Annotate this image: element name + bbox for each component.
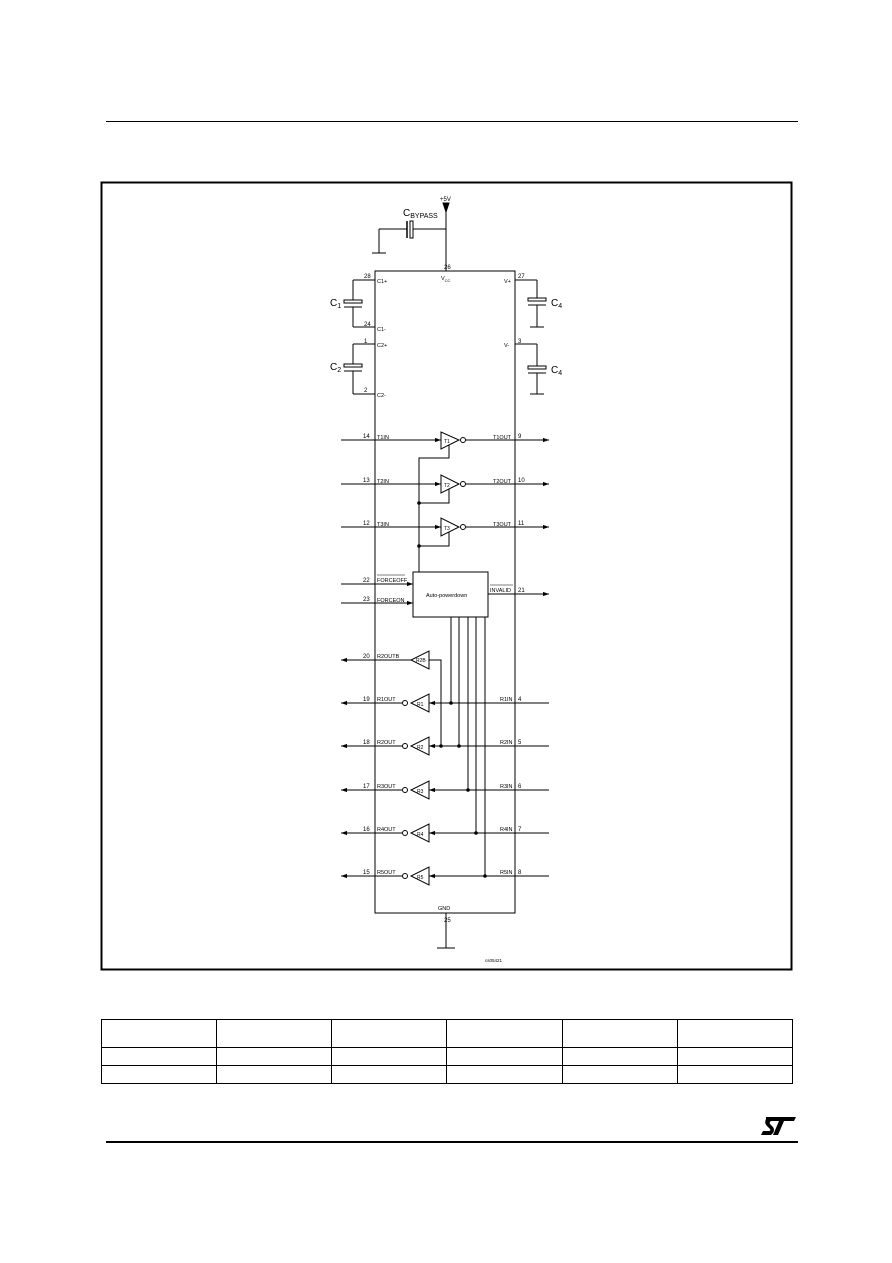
pin-13: 13 [363,478,370,484]
receiver-r4 [409,823,430,843]
table-row [100,1047,794,1066]
pin-1: 1 [364,339,368,345]
receiver-r1-label: R1 [417,702,424,708]
driver-t3-label: T3 [444,526,450,532]
label-r2out: R2OUT [377,740,396,746]
label-forceoff: FORCEOFF [377,578,408,584]
driver-t2 [440,474,461,494]
label-vplus: V+ [504,279,511,285]
label-r5in: R5IN [500,870,513,876]
supply-table [100,1019,794,1084]
label-r2in: R2IN [500,740,513,746]
pin-22: 22 [363,578,370,584]
driver-t1 [440,431,461,450]
label-c2p: C2+ [377,343,387,349]
st-logo [761,1117,796,1135]
label-r1out: R1OUT [377,697,396,703]
pin-3: 3 [518,339,522,345]
label-c1p: C1+ [377,279,387,285]
pin-11: 11 [518,521,525,527]
pin-12: 12 [363,521,370,527]
label-t2in: T2IN [377,479,389,485]
c1-capacitor [343,299,363,304]
label-invalid: INVALID [490,588,511,594]
label-r3out: R3OUT [377,784,396,790]
table-row [100,1019,794,1048]
pin-21: 21 [518,588,525,594]
c4-capacitor [527,365,547,370]
label-t3in: T3IN [377,522,389,528]
pin-10: 10 [518,478,525,484]
pin-23: 23 [363,597,370,603]
receiver-r2 [409,736,430,756]
auto-powerdown-label: Auto-powerdown [426,593,467,599]
pin-27: 27 [518,274,525,280]
label-t3out: T3OUT [493,522,512,528]
pin-15: 15 [363,870,370,876]
figure-id: cs05421 [485,958,503,963]
receiver-r1 [409,693,430,713]
pin-20: 20 [363,654,370,660]
receiver-r2b [409,650,430,670]
receiver-r3 [409,780,430,800]
pin-14: 14 [363,434,370,440]
label-vminus: V- [504,343,509,349]
receiver-r3-label: R3 [417,789,424,795]
receiver-r2b-label: R2B [416,658,426,664]
c3-capacitor [527,297,547,302]
label-r4out: R4OUT [377,827,396,833]
c4-label: C4 [551,365,562,377]
c2-capacitor [343,363,363,368]
label-r1in: R1IN [500,697,513,703]
driver-t2-label: T2 [444,483,450,489]
pin-4: 4 [518,697,522,703]
label-t1in: T1IN [377,435,389,441]
pin-26: 26 [444,265,451,271]
label-c1m: C1- [377,327,386,333]
pin-16: 16 [363,827,370,833]
pin-9: 9 [518,434,522,440]
label-t1out: T1OUT [493,435,512,441]
receiver-r5-label: R5 [417,875,424,881]
receiver-r5 [409,866,430,886]
pin-7: 7 [518,827,522,833]
pin-18: 18 [363,740,370,746]
pin-5: 5 [518,740,522,746]
pin-28: 28 [364,274,371,280]
pin-2: 2 [364,388,368,394]
pin-6: 6 [518,784,522,790]
driver-t3 [440,517,461,537]
label-r5out: R5OUT [377,870,396,876]
pin-24: 24 [364,322,371,328]
pin-8: 8 [518,870,522,876]
label-c2m: C2- [377,393,386,399]
label-t2out: T2OUT [493,479,512,485]
ic-body [374,270,516,914]
label-r4in: R4IN [500,827,513,833]
c2-label: C2 [330,362,341,374]
bottom-rule [106,1141,798,1143]
circuit-diagram: +5V CBYPASS C1 C2 C4 C4 VCC GND 28 26 27… [100,181,793,971]
pin-19: 19 [363,697,370,703]
label-r3in: R3IN [500,784,513,790]
bypass-cap-label: CBYPASS [403,208,438,220]
c3-label: C4 [551,298,562,310]
receiver-r4-label: R4 [417,832,424,838]
driver-t1-label: T1 [444,439,450,445]
label-forceon: FORCEON [377,598,405,604]
table-row [100,1065,794,1084]
figure-frame [100,181,793,971]
supply-arrow [442,202,450,214]
receiver-r2-label: R2 [417,745,424,751]
gnd-label: GND [438,906,450,912]
pin-17: 17 [363,784,370,790]
supply-label: +5V [440,197,451,203]
vcc-label: VCC [441,276,451,283]
label-r2outb: R2OUTB [377,654,400,660]
pin-25: 25 [444,918,451,924]
top-rule [106,121,798,122]
c1-label: C1 [330,298,341,310]
